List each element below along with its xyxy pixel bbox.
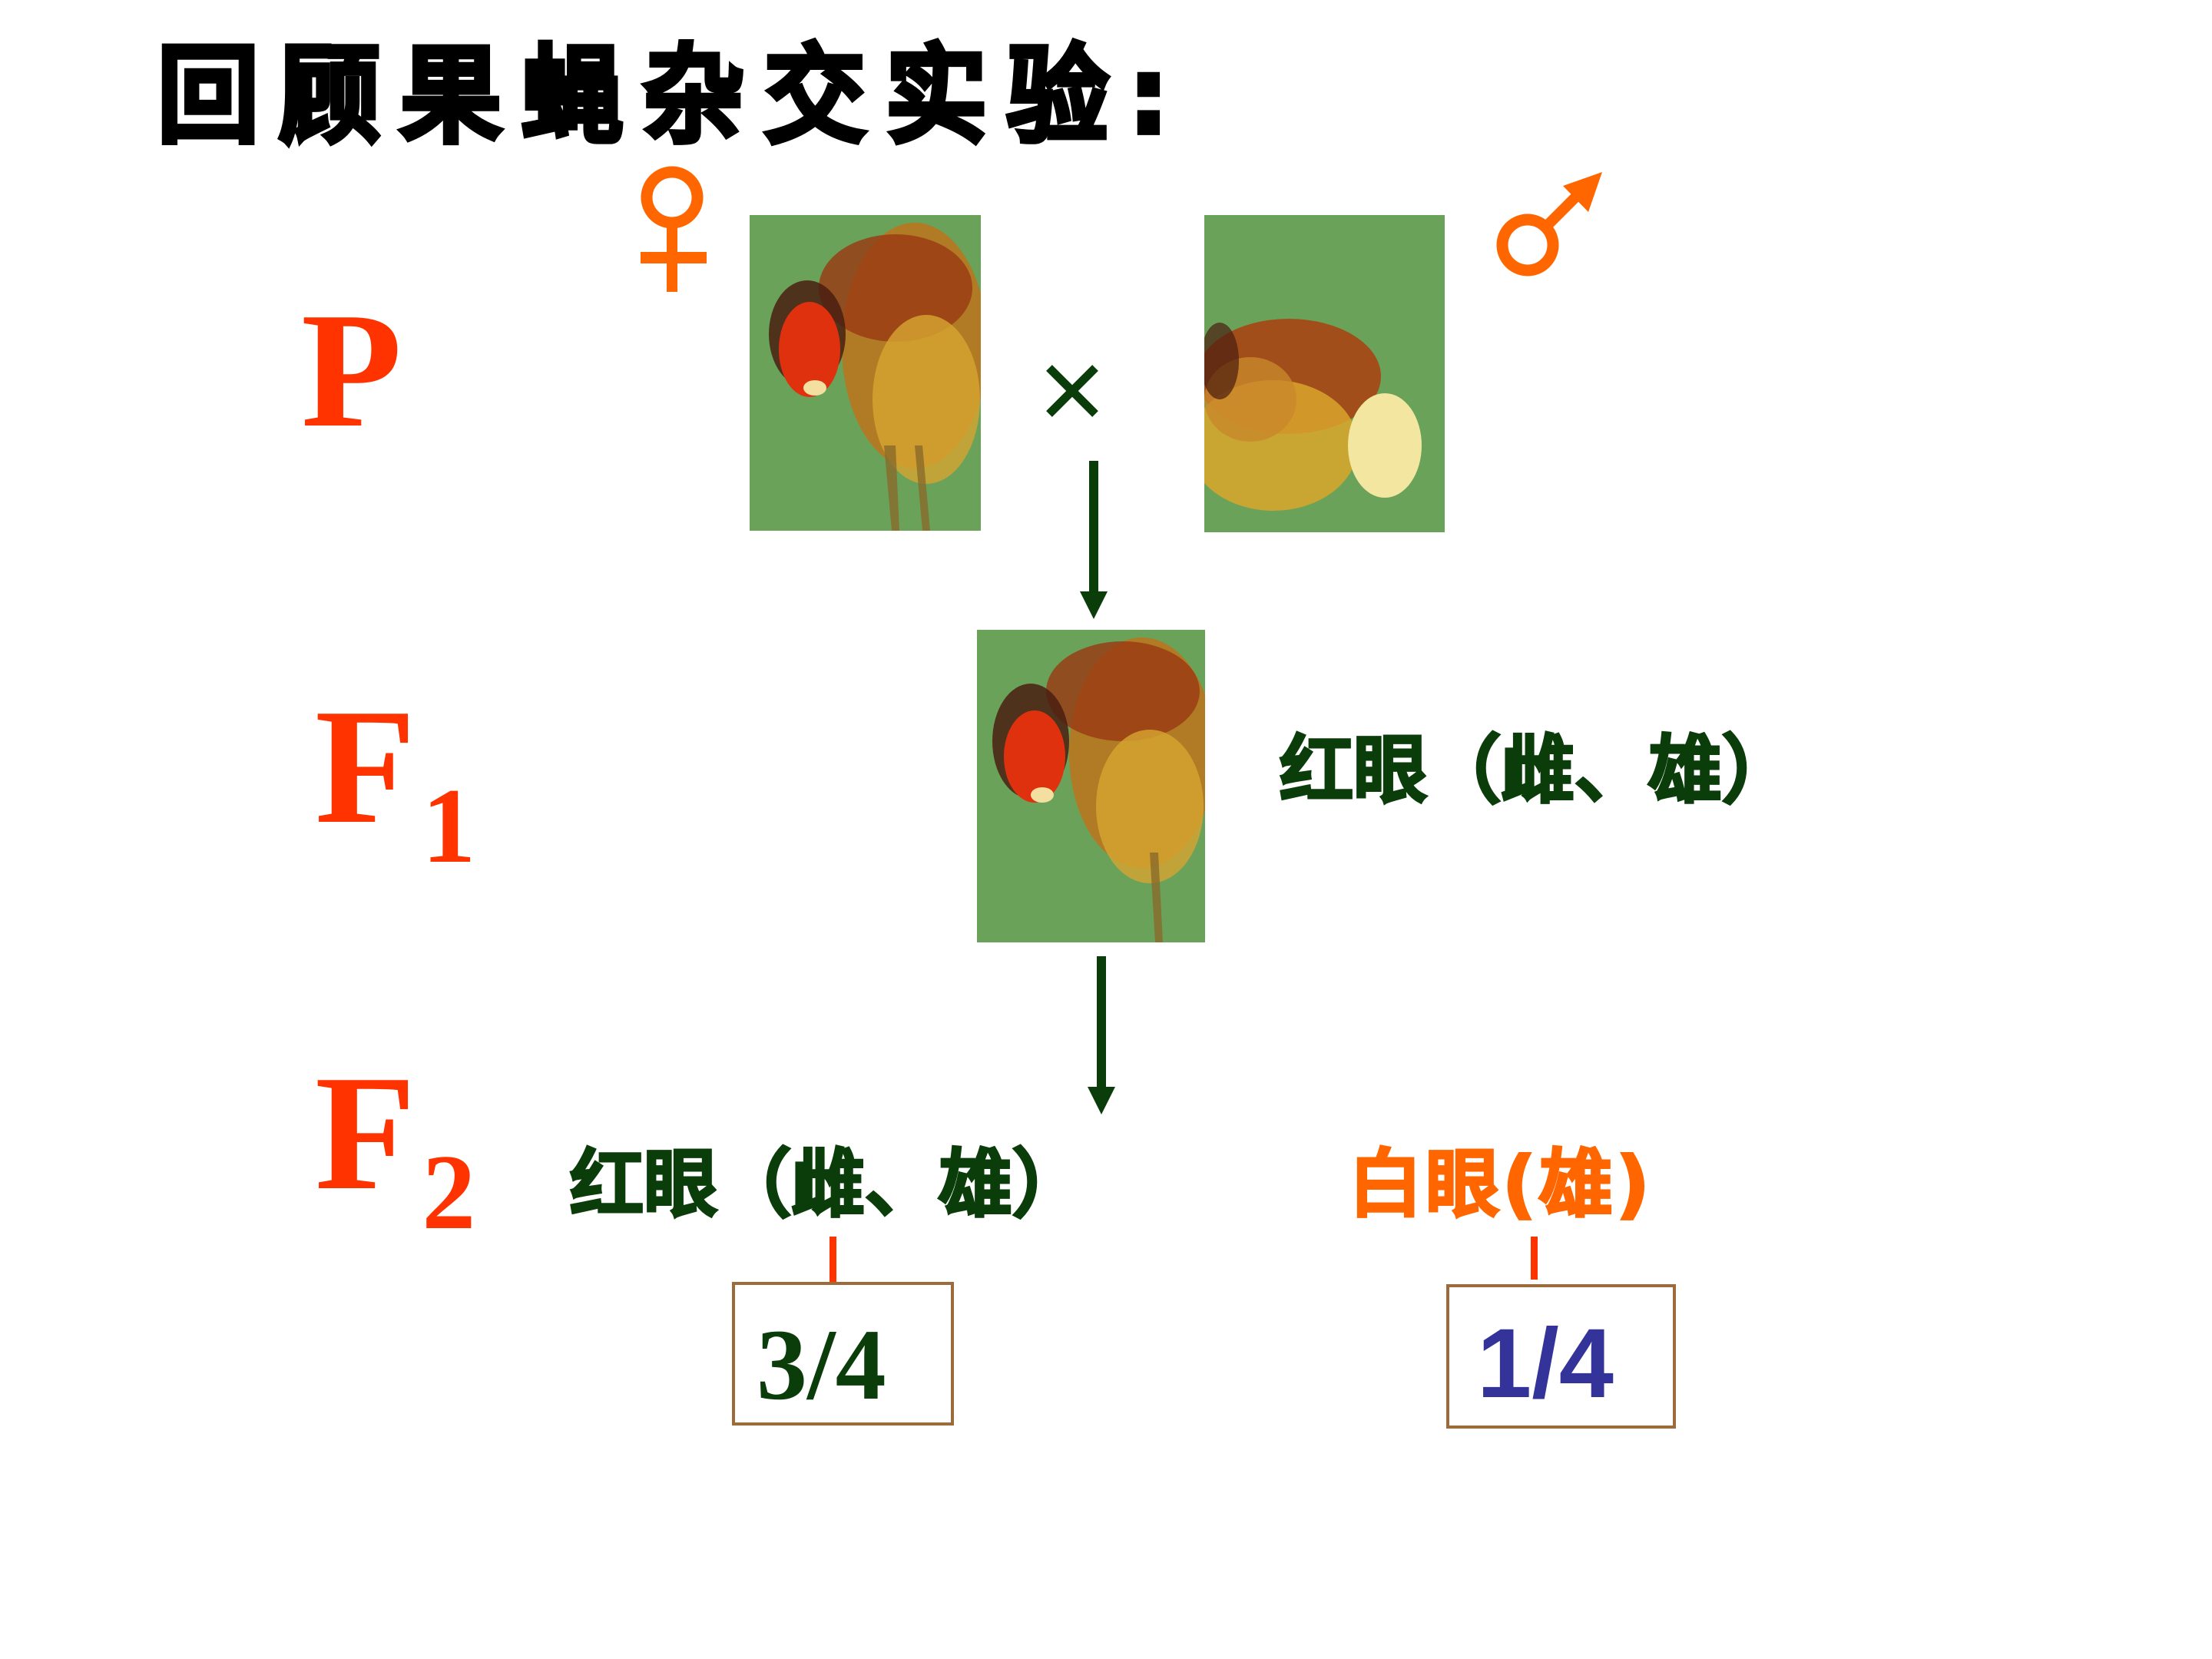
female-parent-fly-photo xyxy=(750,215,981,531)
f2-red-eye-phenotype-label: 红眼（雌、雄） xyxy=(569,1141,1088,1229)
arrow-p-to-f1 xyxy=(1075,461,1112,621)
generation-f1-subscript: 1 xyxy=(422,767,476,886)
f1-fly-photo xyxy=(977,630,1205,942)
generation-f2-letter: F xyxy=(315,1041,416,1224)
red-ratio-box: 3/4 xyxy=(732,1282,954,1426)
arrow-f1-to-f2 xyxy=(1083,956,1120,1116)
generation-p-letter: P xyxy=(301,278,402,462)
generation-f2-subscript: 2 xyxy=(422,1133,476,1252)
white-ratio-value: 1/4 xyxy=(1477,1309,1614,1419)
male-symbol-icon xyxy=(1486,165,1609,284)
male-parent-fly-photo xyxy=(1204,215,1445,532)
generation-label-f1: F1 xyxy=(315,684,475,880)
red-ratio-connector xyxy=(830,1237,836,1283)
white-ratio-connector xyxy=(1531,1237,1538,1280)
female-symbol-icon xyxy=(634,161,711,296)
white-ratio-box: 1/4 xyxy=(1446,1284,1676,1429)
red-ratio-value: 3/4 xyxy=(757,1308,886,1421)
page-title: 回顾果蝇杂交实验: xyxy=(155,34,1189,159)
f1-phenotype-label: 红眼（雌、雄） xyxy=(1279,727,1797,815)
generation-label-p: P xyxy=(301,287,402,452)
generation-f1-letter: F xyxy=(315,674,416,858)
generation-label-f2: F2 xyxy=(315,1050,475,1247)
f2-white-eye-phenotype-label: 白眼(雄) xyxy=(1348,1141,1653,1229)
cross-symbol-icon xyxy=(1045,363,1100,419)
